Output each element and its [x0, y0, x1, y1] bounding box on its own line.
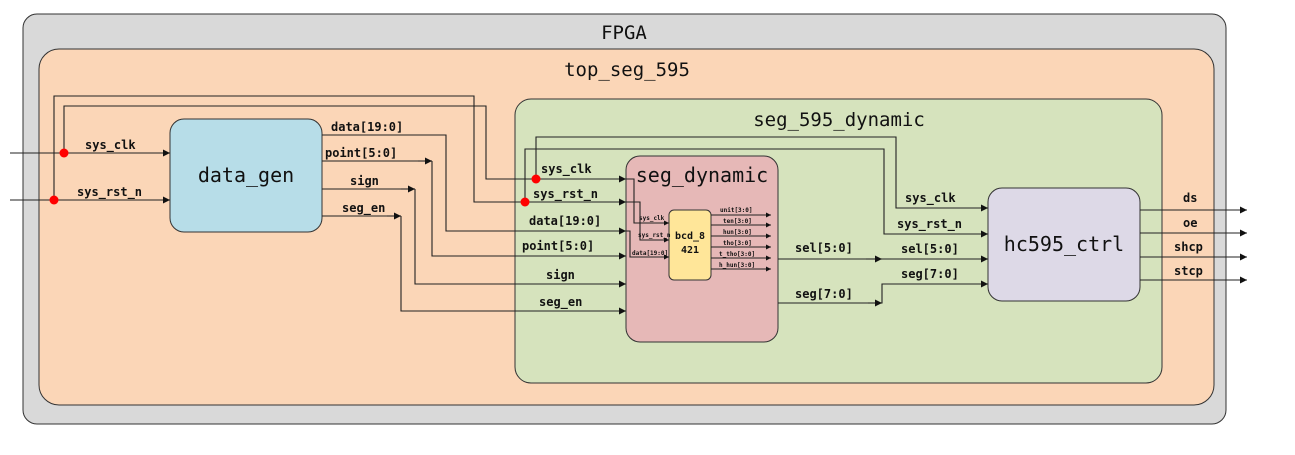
- label-bcd-data: data[19:0]: [632, 250, 668, 257]
- wire-sys-rst-n-hc595: [524, 148, 988, 238]
- label-sel-out: sel[5:0]: [795, 241, 853, 255]
- label-bcd-t-tho: t_tho[3:0]: [719, 251, 755, 258]
- wire-sign: [322, 188, 626, 284]
- bcd-label-1: bcd_8: [675, 231, 705, 242]
- label-seg-en-out: seg_en: [342, 201, 385, 216]
- label-bcd-unit: unit[3:0]: [720, 207, 753, 214]
- label-seg-dyn-seg-en: seg_en: [539, 295, 582, 310]
- wire-data: [322, 134, 626, 235]
- label-seg-dyn-point: point[5:0]: [522, 239, 594, 253]
- label-sign-out: sign: [350, 174, 379, 188]
- top-title: top_seg_595: [564, 59, 690, 81]
- label-sys-clk-in: sys_clk: [85, 138, 136, 153]
- label-shcp: shcp: [1174, 240, 1203, 254]
- wire-bcd-rst: [626, 201, 669, 243]
- label-seg-dyn-data: data[19:0]: [529, 214, 601, 228]
- label-bcd-h-hun: h_hun[3:0]: [719, 262, 755, 269]
- label-bcd-ten: ten[3:0]: [723, 218, 752, 225]
- fpga-title: FPGA: [601, 22, 647, 44]
- label-seg-dyn-clk: sys_clk: [541, 162, 592, 177]
- label-oe: oe: [1183, 216, 1197, 230]
- wire-point: [322, 160, 626, 256]
- hc595-ctrl-label: hc595_ctrl: [1004, 232, 1124, 256]
- label-hc595-clk: sys_clk: [905, 191, 956, 206]
- wire-bcd-data: [626, 230, 669, 260]
- label-bcd-rst: sys_rst_n: [638, 232, 671, 239]
- label-seg-out: seg[7:0]: [795, 287, 853, 301]
- bcd-block: [668, 209, 712, 281]
- label-bcd-clk: sys_clk: [639, 215, 665, 222]
- wire-bcd-clk: [626, 178, 669, 226]
- wire-sys-clk-hc595: [535, 136, 988, 212]
- junction-dot: [59, 148, 69, 158]
- label-sys-rst-n-in: sys_rst_n: [77, 185, 142, 200]
- seg-dynamic-label: seg_dynamic: [636, 163, 768, 187]
- dynamic-title: seg_595_dynamic: [753, 109, 925, 131]
- junction-dot: [520, 197, 530, 207]
- hc595-ctrl-block: [987, 187, 1141, 302]
- junction-dot: [49, 195, 59, 205]
- data-gen-block: [169, 118, 323, 233]
- label-stcp: stcp: [1174, 264, 1203, 278]
- wire-seg: [778, 280, 988, 304]
- label-hc595-sel: sel[5:0]: [901, 242, 959, 256]
- label-data-out: data[19:0]: [331, 120, 403, 134]
- junction-dot: [531, 174, 541, 184]
- label-hc595-seg: seg[7:0]: [901, 267, 959, 281]
- bcd-label-2: 421: [681, 245, 699, 256]
- data-gen-label: data_gen: [198, 163, 294, 187]
- label-bcd-tho: tho[3:0]: [723, 240, 752, 247]
- label-seg-dyn-sign: sign: [546, 268, 575, 282]
- label-ds: ds: [1183, 191, 1197, 205]
- label-seg-dyn-rst: sys_rst_n: [533, 187, 598, 202]
- label-bcd-hun: hun[3:0]: [723, 229, 752, 236]
- label-hc595-rst: sys_rst_n: [897, 217, 962, 232]
- label-point-out: point[5:0]: [325, 146, 397, 160]
